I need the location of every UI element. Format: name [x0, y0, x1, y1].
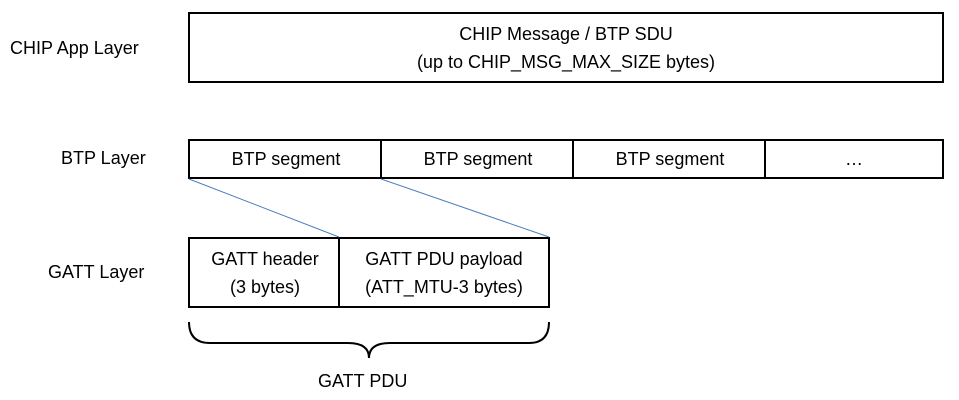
chip-message-size: (up to CHIP_MSG_MAX_SIZE bytes) [416, 51, 716, 72]
gatt-payload-box: GATT PDU payload (ATT_MTU-3 bytes) [338, 237, 550, 308]
btp-segment-more: … [845, 148, 863, 169]
btp-segment-3: BTP segment [572, 139, 766, 179]
btp-segment-1: BTP segment [188, 139, 382, 179]
gatt-payload-size: (ATT_MTU-3 bytes) [365, 276, 523, 297]
layer-label-gatt: GATT Layer [48, 262, 145, 282]
connector-line-left [188, 178, 340, 238]
gatt-header-size: (3 bytes) [229, 276, 301, 297]
gatt-header-box: GATT header (3 bytes) [188, 237, 340, 308]
gatt-pdu-label: GATT PDU [318, 371, 408, 391]
btp-segment-label: BTP segment [423, 148, 533, 169]
layer-label-app: CHIP App Layer [10, 38, 139, 58]
btp-segment-label: BTP segment [231, 148, 341, 169]
layer-label-btp: BTP Layer [61, 148, 146, 168]
btp-segment-ellipsis: … [764, 139, 944, 179]
connector-line-right [380, 178, 550, 238]
gatt-header-title: GATT header [211, 248, 319, 269]
btp-segment-label: BTP segment [615, 148, 725, 169]
gatt-payload-title: GATT PDU payload [365, 248, 523, 269]
chip-message-title: CHIP Message / BTP SDU [459, 23, 673, 44]
gatt-pdu-brace [188, 321, 550, 359]
btp-segment-2: BTP segment [380, 139, 574, 179]
chip-message-box: CHIP Message / BTP SDU (up to CHIP_MSG_M… [188, 12, 944, 83]
